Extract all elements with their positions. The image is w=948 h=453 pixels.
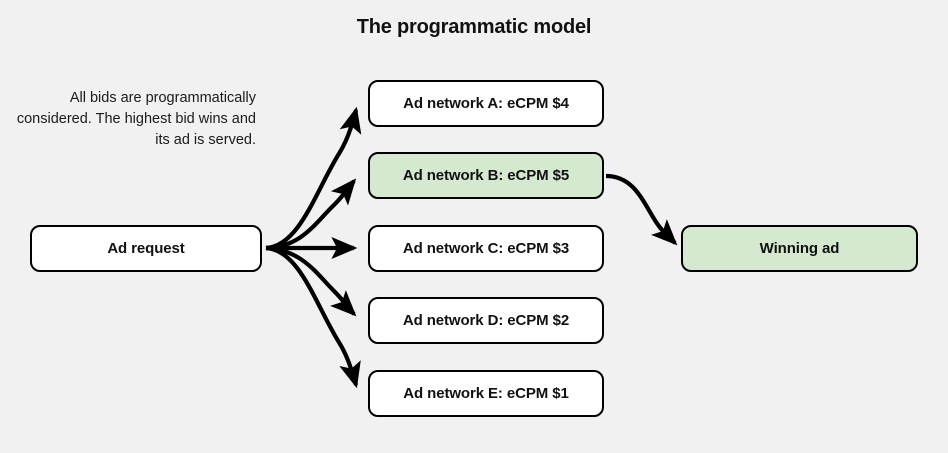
edge-ad-request-to-network-b: [265, 178, 357, 251]
edge-network-b-to-winning-ad: [605, 173, 678, 246]
edge-ad-request-to-network-d: [265, 245, 357, 317]
diagram-caption: All bids are programmatically considered…: [16, 90, 256, 148]
node-winning-ad[interactable]: Winning ad: [681, 225, 918, 272]
edge-ad-request-to-network-e: [265, 245, 361, 389]
node-ad-network-a[interactable]: Ad network A: eCPM $4: [368, 80, 604, 127]
edge-ad-request-to-network-a: [265, 106, 362, 251]
node-ad-network-c[interactable]: Ad network C: eCPM $3: [368, 225, 604, 272]
node-ad-network-d[interactable]: Ad network D: eCPM $2: [368, 297, 604, 344]
node-ad-network-b[interactable]: Ad network B: eCPM $5: [368, 152, 604, 199]
node-ad-network-e[interactable]: Ad network E: eCPM $1: [368, 370, 604, 417]
node-ad-request[interactable]: Ad request: [30, 225, 262, 272]
page-title: The programmatic model: [356, 16, 592, 38]
